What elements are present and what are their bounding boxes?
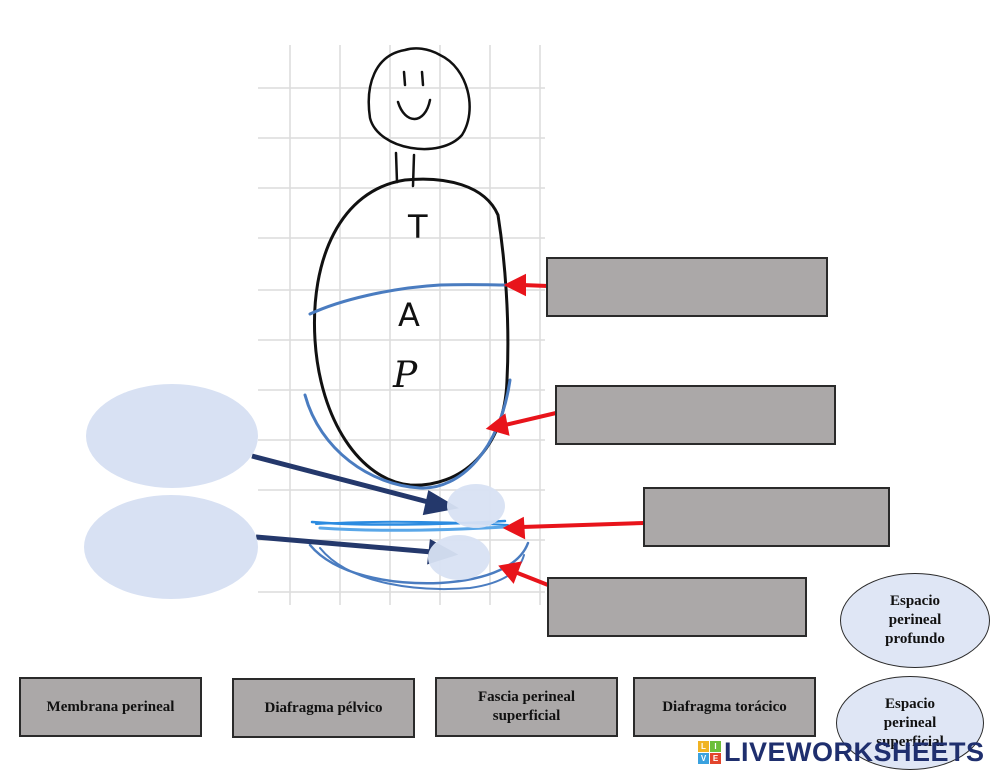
red-arrows <box>485 273 645 587</box>
drag-diafragma-pelvico[interactable]: Diafragma pélvico <box>232 678 415 738</box>
drag-fascia-perineal-superficial[interactable]: Fascia perineal superficial <box>435 677 618 737</box>
drag-diafragma-toracico-label: Diafragma torácico <box>662 698 787 715</box>
drag-superficial-line1: Espacio <box>884 695 935 712</box>
drop-small-lower[interactable] <box>428 535 490 580</box>
drag-profundo-line2: perineal <box>888 612 942 628</box>
drag-espacio-perineal-profundo[interactable]: Espacio perineal profundo <box>840 573 990 668</box>
logo-badge-icon: L I V E <box>698 740 721 764</box>
drag-diafragma-toracico[interactable]: Diafragma torácico <box>633 677 816 737</box>
letter-t: T <box>407 208 428 246</box>
drag-superficial-line2: perineal <box>883 714 937 731</box>
liveworksheets-logo: L I V E LIVEWORKSHEETS <box>698 736 985 768</box>
drag-fascia-label-line2: superficial <box>492 708 561 724</box>
drop-oval-lower[interactable] <box>84 495 258 599</box>
drop-box-pelvico[interactable] <box>555 385 836 445</box>
logo-text: LIVEWORKSHEETS <box>724 736 985 767</box>
drag-profundo-line1: Espacio <box>889 593 940 609</box>
drag-membrana-perineal-label: Membrana perineal <box>46 698 175 715</box>
drag-fascia-label-line1: Fascia perineal <box>477 689 576 705</box>
logo-badge-l: L <box>698 740 709 752</box>
drag-membrana-perineal[interactable]: Membrana perineal <box>19 677 202 737</box>
drop-small-upper[interactable] <box>447 484 505 528</box>
drag-diafragma-pelvico-label: Diafragma pélvico <box>264 699 383 716</box>
torso-drawing <box>312 177 510 487</box>
drag-espacio-perineal-superficial[interactable]: Espacio perineal superficial <box>836 676 984 770</box>
drag-profundo-line3: profundo <box>885 631 945 647</box>
drop-box-fascia[interactable] <box>547 577 807 637</box>
head-drawing <box>367 47 471 188</box>
letter-a: A <box>398 296 420 334</box>
logo-badge-v: V <box>698 752 709 764</box>
drop-box-membrana[interactable] <box>643 487 890 547</box>
logo-badge-i: I <box>710 740 721 752</box>
drop-box-toracico[interactable] <box>546 257 828 317</box>
grid-background <box>258 45 545 605</box>
letter-p: P <box>392 355 418 396</box>
drag-superficial-line3: superficial <box>876 733 944 750</box>
navy-arrows <box>251 453 459 565</box>
logo-badge-e: E <box>710 752 721 764</box>
drop-oval-upper[interactable] <box>86 384 258 488</box>
